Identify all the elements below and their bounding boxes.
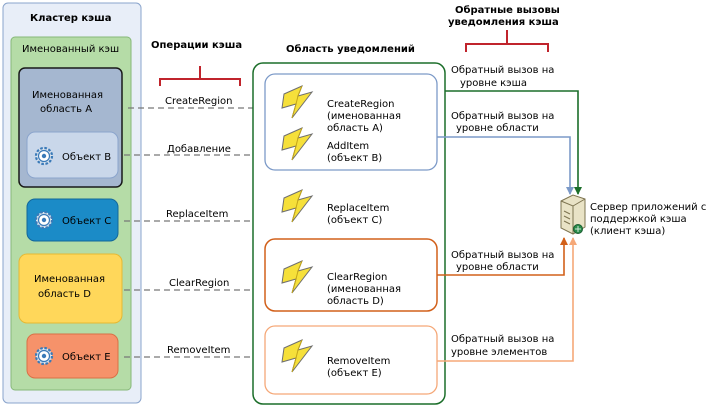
server-label-line1: Сервер приложений с [590, 202, 706, 213]
callback-label: Обратный вызов на [451, 334, 554, 345]
callback-label: Обратный вызов на [451, 111, 554, 122]
event-name: ClearRegion [327, 272, 387, 283]
callback-label: уровне кэша [460, 78, 527, 89]
operation-label: ClearRegion [169, 278, 229, 289]
object-b-box [26, 131, 119, 179]
event-detail: (объект C) [327, 215, 382, 226]
cache-cluster-title: Кластер кэша [30, 13, 111, 24]
object-c-label: Объект C [62, 216, 111, 227]
callback-label: уровне области [456, 123, 539, 134]
gear-icon [34, 346, 54, 366]
operation-label: CreateRegion [165, 96, 232, 107]
event-name: ReplaceItem [327, 203, 389, 214]
event-name: RemoveItem [327, 356, 390, 367]
object-b-label: Объект B [62, 152, 111, 163]
region-a-label-line2: область A [40, 104, 92, 115]
operation-label: ReplaceItem [166, 209, 228, 220]
callback-label: Обратный вызов на [451, 250, 554, 261]
operation-label: RemoveItem [167, 345, 230, 356]
region-a-label-line1: Именованная [32, 90, 103, 101]
event-name: CreateRegion [327, 99, 394, 110]
event-name: AddItem [327, 141, 369, 152]
callbacks-title-line1: Обратные вызовы [455, 4, 560, 16]
server-label-line3: (клиент кэша) [590, 226, 665, 237]
event-detail: (именованная [327, 111, 401, 122]
cache-level-callback-arrow [445, 90, 582, 195]
item-notifications-box [264, 325, 438, 395]
callbacks-bracket [465, 30, 549, 52]
event-detail: (объект E) [327, 368, 382, 379]
object-e-label: Объект E [62, 352, 111, 363]
server-icon [560, 194, 586, 235]
object-e-box [26, 333, 119, 379]
object-c-box [26, 198, 119, 242]
notification-area-title: Область уведомлений [286, 43, 415, 55]
callbacks-title-line2: уведомления кэша [448, 17, 559, 28]
event-detail: область A) [327, 123, 383, 134]
operations-bracket [159, 66, 241, 86]
region-d-label-line2: область D [38, 289, 91, 300]
gear-icon [34, 146, 54, 166]
region-d-box [18, 253, 123, 324]
callback-label: уровне области [456, 262, 539, 273]
operation-label: Добавление [167, 144, 231, 155]
server-label-line2: поддержкой кэша [590, 214, 687, 225]
gear-icon [34, 210, 54, 230]
region-d-callback-arrow [437, 237, 568, 276]
region-d-label-line1: Именованная [34, 274, 105, 285]
callback-label: уровне элементов [451, 347, 547, 358]
event-detail: (именованная [327, 284, 401, 295]
event-detail: (объект B) [327, 153, 382, 164]
named-cache-title: Именованный кэш [22, 44, 119, 55]
item-callback-arrow [437, 237, 577, 362]
operations-title: Операции кэша [151, 40, 242, 51]
region-a-callback-arrow [437, 136, 574, 195]
event-detail: область D) [327, 296, 384, 307]
callback-label: Обратный вызов на [451, 65, 554, 76]
